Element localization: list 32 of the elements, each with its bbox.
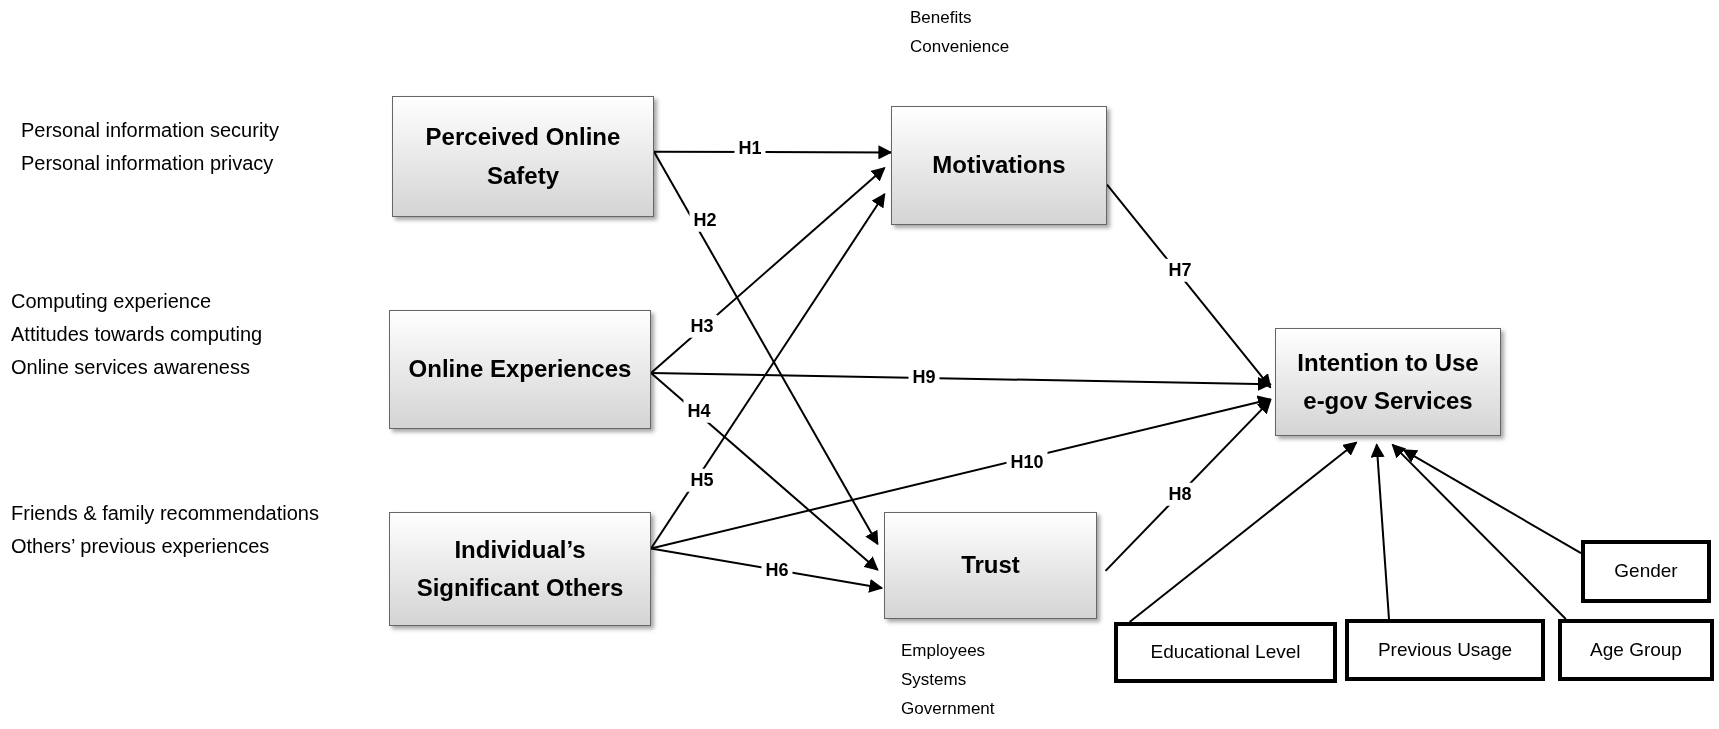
arrow: [1370, 443, 1390, 620]
arrow: [650, 372, 879, 571]
arrow: [1402, 449, 1582, 555]
variable-box: Previous Usage: [1345, 619, 1545, 681]
variable-box: Age Group: [1558, 619, 1714, 681]
construct-box: Intention to Use e-gov Services: [1275, 328, 1501, 436]
arrow: [1128, 441, 1358, 623]
construct-box: Online Experiences: [389, 310, 651, 429]
arrow: [1391, 443, 1567, 620]
factor-text: Personal information security: [21, 118, 279, 143]
construct-box: Motivations: [891, 106, 1107, 225]
construct-box: Individual’s Significant Others: [389, 512, 651, 626]
variable-box: Gender: [1581, 540, 1711, 603]
factor-text: Attitudes towards computing: [11, 322, 263, 347]
factor-text: Personal information privacy: [21, 151, 275, 176]
construct-box: Trust: [884, 512, 1097, 619]
arrow: [650, 166, 886, 375]
factor-text: Employees: [901, 640, 987, 662]
construct-box: Perceived Online Safety: [392, 96, 654, 217]
variable-box: Educational Level: [1114, 622, 1337, 683]
factor-text: Friends & family recommendations: [11, 501, 319, 526]
factor-text: Online services awareness: [11, 355, 251, 380]
factor-text: Systems: [901, 669, 968, 691]
arrow: [1106, 183, 1272, 389]
arrow: [650, 372, 1272, 391]
factor-text: Government: [901, 698, 995, 720]
factor-text: Others’ previous experiences: [11, 534, 271, 559]
arrow: [653, 145, 893, 160]
factor-text: Computing experience: [11, 289, 213, 314]
factor-text: Convenience: [910, 36, 1010, 58]
factor-text: Benefits: [910, 7, 973, 29]
arrow: [650, 395, 1272, 550]
